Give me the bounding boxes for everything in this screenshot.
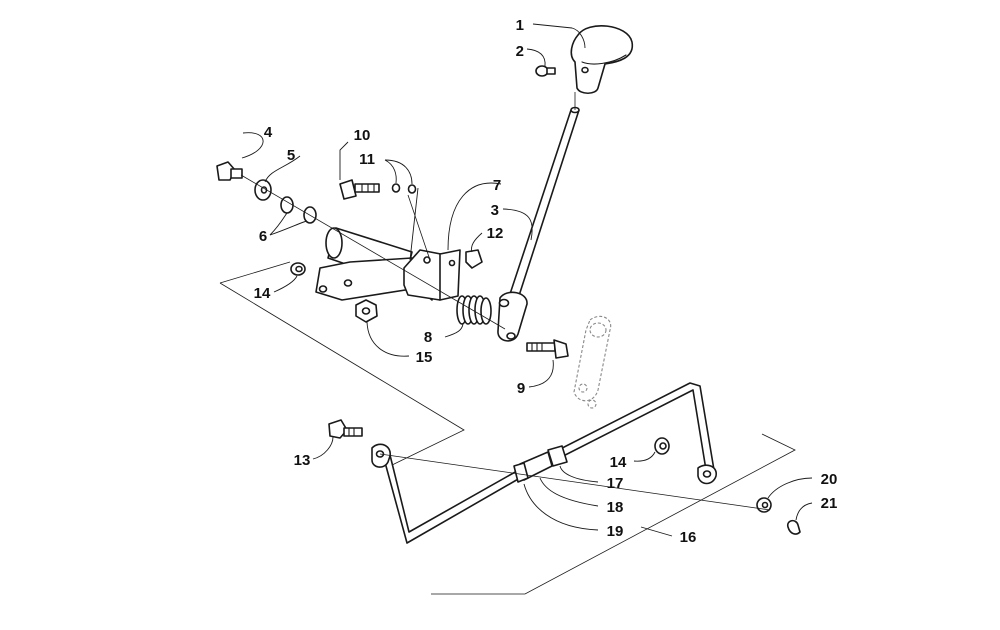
callout-4: 4 bbox=[264, 124, 273, 141]
callout-13: 13 bbox=[294, 452, 311, 469]
callout-15: 15 bbox=[416, 349, 433, 366]
flange-bolt bbox=[216, 161, 243, 181]
callout-2: 2 bbox=[516, 43, 524, 60]
leader-lines bbox=[240, 23, 813, 537]
hex-nut bbox=[355, 299, 378, 323]
bushing-upper bbox=[290, 262, 306, 276]
transmission-arm-reference bbox=[573, 315, 612, 409]
lever-bracket bbox=[403, 249, 461, 301]
callout-14-upper: 14 bbox=[254, 285, 271, 302]
callout-7: 7 bbox=[493, 177, 501, 194]
washer bbox=[254, 179, 272, 201]
callout-5: 5 bbox=[287, 147, 295, 164]
callout-19: 19 bbox=[607, 523, 624, 540]
assembly-frame-lines bbox=[219, 261, 796, 595]
lock-nut bbox=[465, 249, 483, 269]
callout-14-lower: 14 bbox=[610, 454, 627, 471]
spring bbox=[456, 295, 492, 325]
shift-knob bbox=[570, 25, 634, 95]
callout-21: 21 bbox=[821, 495, 838, 512]
callout-10: 10 bbox=[354, 127, 371, 144]
cotter-pin bbox=[786, 519, 801, 535]
callout-8: 8 bbox=[424, 329, 432, 346]
o-rings bbox=[280, 196, 317, 224]
callout-6: 6 bbox=[259, 228, 267, 245]
callout-17: 17 bbox=[607, 475, 624, 492]
retaining-rings bbox=[391, 183, 417, 194]
callout-labels: 1 2 3 4 5 6 7 8 9 10 11 12 13 14 14 15 1… bbox=[254, 17, 838, 546]
callout-1: 1 bbox=[516, 17, 524, 34]
shift-lever bbox=[497, 106, 580, 342]
callout-18: 18 bbox=[607, 499, 624, 516]
linkage-bolt bbox=[328, 419, 363, 439]
bushing-lower bbox=[654, 437, 670, 455]
callout-11: 11 bbox=[359, 151, 375, 168]
rod-adjuster bbox=[513, 445, 568, 483]
grease-fitting bbox=[339, 179, 380, 200]
pivot-shaft bbox=[315, 227, 433, 301]
callout-9: 9 bbox=[517, 380, 525, 397]
callout-3: 3 bbox=[491, 202, 499, 219]
callout-16: 16 bbox=[680, 529, 697, 546]
callout-12: 12 bbox=[487, 225, 504, 242]
knob-set-screw bbox=[535, 65, 556, 77]
lever-bolt bbox=[526, 339, 569, 359]
callout-20: 20 bbox=[821, 471, 838, 488]
